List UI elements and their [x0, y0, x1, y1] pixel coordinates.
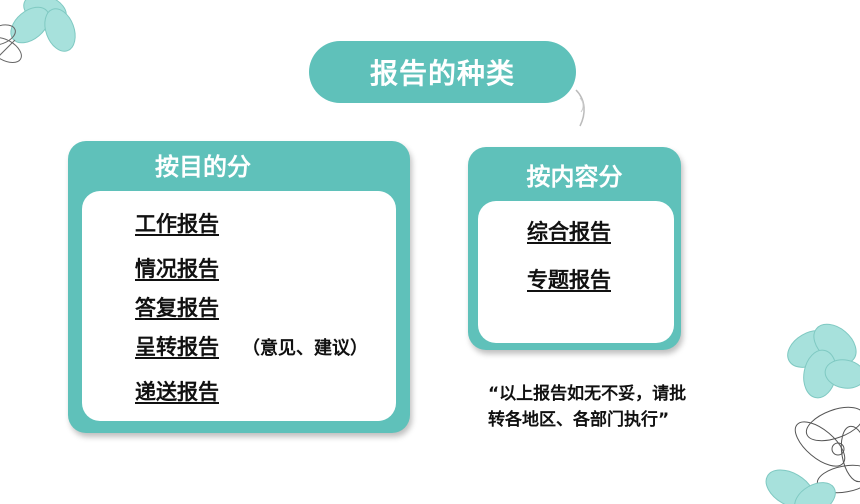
- by-purpose-card: 按目的分: [68, 141, 410, 433]
- example-quote: “以上报告如无不妥，请批 转各地区、各部门执行”: [488, 381, 768, 433]
- by-content-list: [478, 201, 674, 343]
- list-item: 工作报告: [135, 212, 219, 236]
- quote-line: 转各地区、各部门执行”: [488, 410, 670, 430]
- by-purpose-list: [82, 191, 396, 421]
- list-item: 递送报告: [135, 380, 219, 404]
- list-item-note: （意见、建议）: [242, 338, 368, 359]
- list-item: 答复报告: [135, 296, 219, 320]
- leaf-decoration-icon: [575, 89, 585, 127]
- list-item: 情况报告: [135, 257, 219, 281]
- quote-line: “以上报告如无不妥，请批: [488, 384, 687, 404]
- list-item: 专题报告: [527, 268, 611, 292]
- page-title: 报告的种类: [309, 41, 576, 103]
- list-item: 综合报告: [527, 220, 611, 244]
- list-item: 呈转报告: [135, 335, 219, 359]
- by-content-header: 按内容分: [526, 162, 623, 191]
- by-purpose-header: 按目的分: [155, 152, 251, 181]
- page-title-text: 报告的种类: [369, 57, 515, 90]
- by-content-card: 按内容分: [468, 147, 681, 350]
- flower-decoration-icon: [0, 0, 76, 63]
